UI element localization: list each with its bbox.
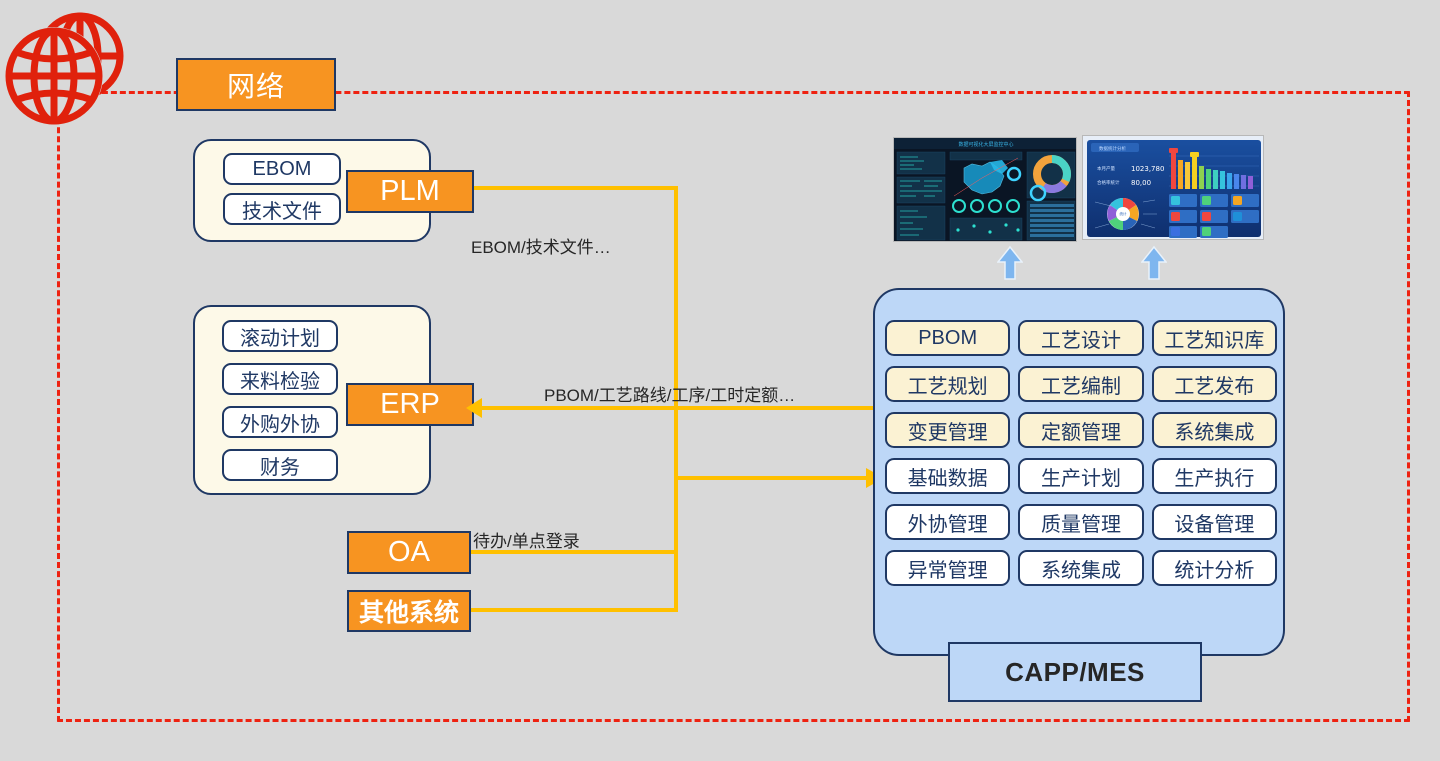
mes-cell[interactable]: 异常管理	[885, 550, 1011, 586]
flow-label-oa: 待办/单点登录	[473, 532, 580, 551]
flow-label-plm: EBOM/技术文件…	[471, 238, 611, 257]
globe-network-icon	[2, 8, 130, 130]
mes-cell[interactable]: PBOM	[885, 320, 1011, 356]
arrow-up-to-dashboard-1	[997, 245, 1023, 280]
other-system-tag[interactable]: 其他系统	[347, 590, 471, 632]
erp-item-label: 来料检验	[240, 370, 320, 393]
mes-cell[interactable]: 外协管理	[885, 504, 1011, 540]
erp-item-incoming-inspection[interactable]: 来料检验	[222, 363, 338, 395]
erp-item-label: 外购外协	[240, 413, 320, 436]
erp-item-finance[interactable]: 财务	[222, 449, 338, 481]
mes-cell[interactable]: 生产计划	[1018, 458, 1144, 494]
mes-cell-label: 异常管理	[907, 559, 988, 582]
mes-cell-label: 系统集成	[1174, 421, 1255, 444]
network-title-tag: 网络	[176, 58, 336, 111]
erp-system-tag[interactable]: ERP	[346, 383, 474, 426]
erp-item-rolling-plan[interactable]: 滚动计划	[222, 320, 338, 352]
svg-text:数据统计分析: 数据统计分析	[1099, 145, 1126, 152]
connector-oa-trunk	[674, 410, 678, 612]
mes-cell[interactable]: 工艺知识库	[1151, 320, 1277, 356]
mes-cell[interactable]: 设备管理	[1151, 504, 1277, 540]
mes-cell-label: 生产执行	[1174, 467, 1255, 490]
connector-plm-vertical	[674, 186, 678, 410]
mes-cell-label: 工艺编制	[1040, 375, 1121, 398]
dashboard-bar-analytics[interactable]: 数据统计分析 本月产量 1023,780 合格率统计 80,00	[1082, 135, 1264, 240]
mes-cell-label: 外协管理	[907, 513, 988, 536]
mes-cell[interactable]: 生产执行	[1151, 458, 1277, 494]
mes-cell[interactable]: 工艺规划	[885, 366, 1011, 402]
plm-item-label: 技术文件	[242, 200, 322, 223]
erp-item-label: 财务	[260, 456, 300, 479]
svg-text:统计: 统计	[1120, 211, 1128, 216]
connector-erp-horizontal	[480, 406, 878, 410]
erp-tag-label: ERP	[380, 388, 440, 420]
mes-cell[interactable]: 系统集成	[1018, 550, 1144, 586]
mes-cell-label: 变更管理	[907, 421, 988, 444]
plm-tag-label: PLM	[380, 175, 440, 207]
mes-cell-label: 质量管理	[1040, 513, 1121, 536]
mes-cell-label: 生产计划	[1040, 467, 1121, 490]
mes-cell[interactable]: 定额管理	[1018, 412, 1144, 448]
mes-cell[interactable]: 统计分析	[1151, 550, 1277, 586]
mes-cell[interactable]: 工艺发布	[1151, 366, 1277, 402]
connector-other-horizontal	[471, 608, 678, 612]
mes-cell-label: 设备管理	[1174, 513, 1255, 536]
mes-title-label: CAPP/MES	[948, 642, 1202, 702]
mes-cell[interactable]: 变更管理	[885, 412, 1011, 448]
mes-cell[interactable]: 工艺编制	[1018, 366, 1144, 402]
plm-system-tag[interactable]: PLM	[346, 170, 474, 213]
connector-mes-inbound	[676, 476, 870, 480]
network-boundary	[57, 91, 1410, 722]
svg-text:80,00: 80,00	[1131, 179, 1151, 187]
oa-tag-label: OA	[388, 536, 430, 568]
mes-cell-label: 工艺规划	[907, 375, 988, 398]
arrow-up-to-dashboard-2	[1141, 245, 1167, 280]
mes-cell[interactable]: 基础数据	[885, 458, 1011, 494]
mes-cell-label: 定额管理	[1040, 421, 1121, 444]
mes-cell-label: 系统集成	[1040, 559, 1121, 582]
mes-cell-label: 工艺发布	[1174, 375, 1255, 398]
mes-cell[interactable]: 系统集成	[1151, 412, 1277, 448]
mes-cell-label: 工艺知识库	[1164, 329, 1265, 352]
other-tag-label: 其他系统	[358, 599, 459, 627]
mes-title-text: CAPP/MES	[1005, 656, 1145, 687]
arrowhead-to-erp	[466, 398, 482, 418]
plm-item-tech-doc[interactable]: 技术文件	[223, 193, 341, 225]
svg-text:本月产量: 本月产量	[1097, 165, 1115, 172]
plm-item-ebom[interactable]: EBOM	[223, 153, 341, 185]
plm-item-label: EBOM	[252, 157, 312, 180]
erp-item-label: 滚动计划	[240, 327, 320, 350]
mes-cell-label: PBOM	[918, 326, 978, 349]
svg-text:合格率统计: 合格率统计	[1097, 179, 1120, 186]
mes-cell-label: 基础数据	[907, 467, 988, 490]
mes-cell-label: 工艺设计	[1040, 329, 1121, 352]
connector-plm-horizontal	[474, 186, 678, 190]
erp-item-outsourcing[interactable]: 外购外协	[222, 406, 338, 438]
erp-group: 滚动计划 来料检验 外购外协 财务	[193, 305, 431, 495]
svg-text:1023,780: 1023,780	[1131, 165, 1164, 173]
svg-text:数据可视化大屏监控中心: 数据可视化大屏监控中心	[958, 141, 1013, 148]
network-title-label: 网络	[226, 70, 285, 102]
mes-cell-label: 统计分析	[1174, 559, 1255, 582]
mes-cell[interactable]: 工艺设计	[1018, 320, 1144, 356]
dashboard-map-analytics[interactable]: 数据可视化大屏监控中心	[893, 137, 1077, 242]
mes-cell[interactable]: 质量管理	[1018, 504, 1144, 540]
connector-oa-horizontal	[471, 550, 678, 554]
oa-system-tag[interactable]: OA	[347, 531, 471, 574]
flow-label-erp: PBOM/工艺路线/工序/工时定额…	[544, 386, 796, 405]
